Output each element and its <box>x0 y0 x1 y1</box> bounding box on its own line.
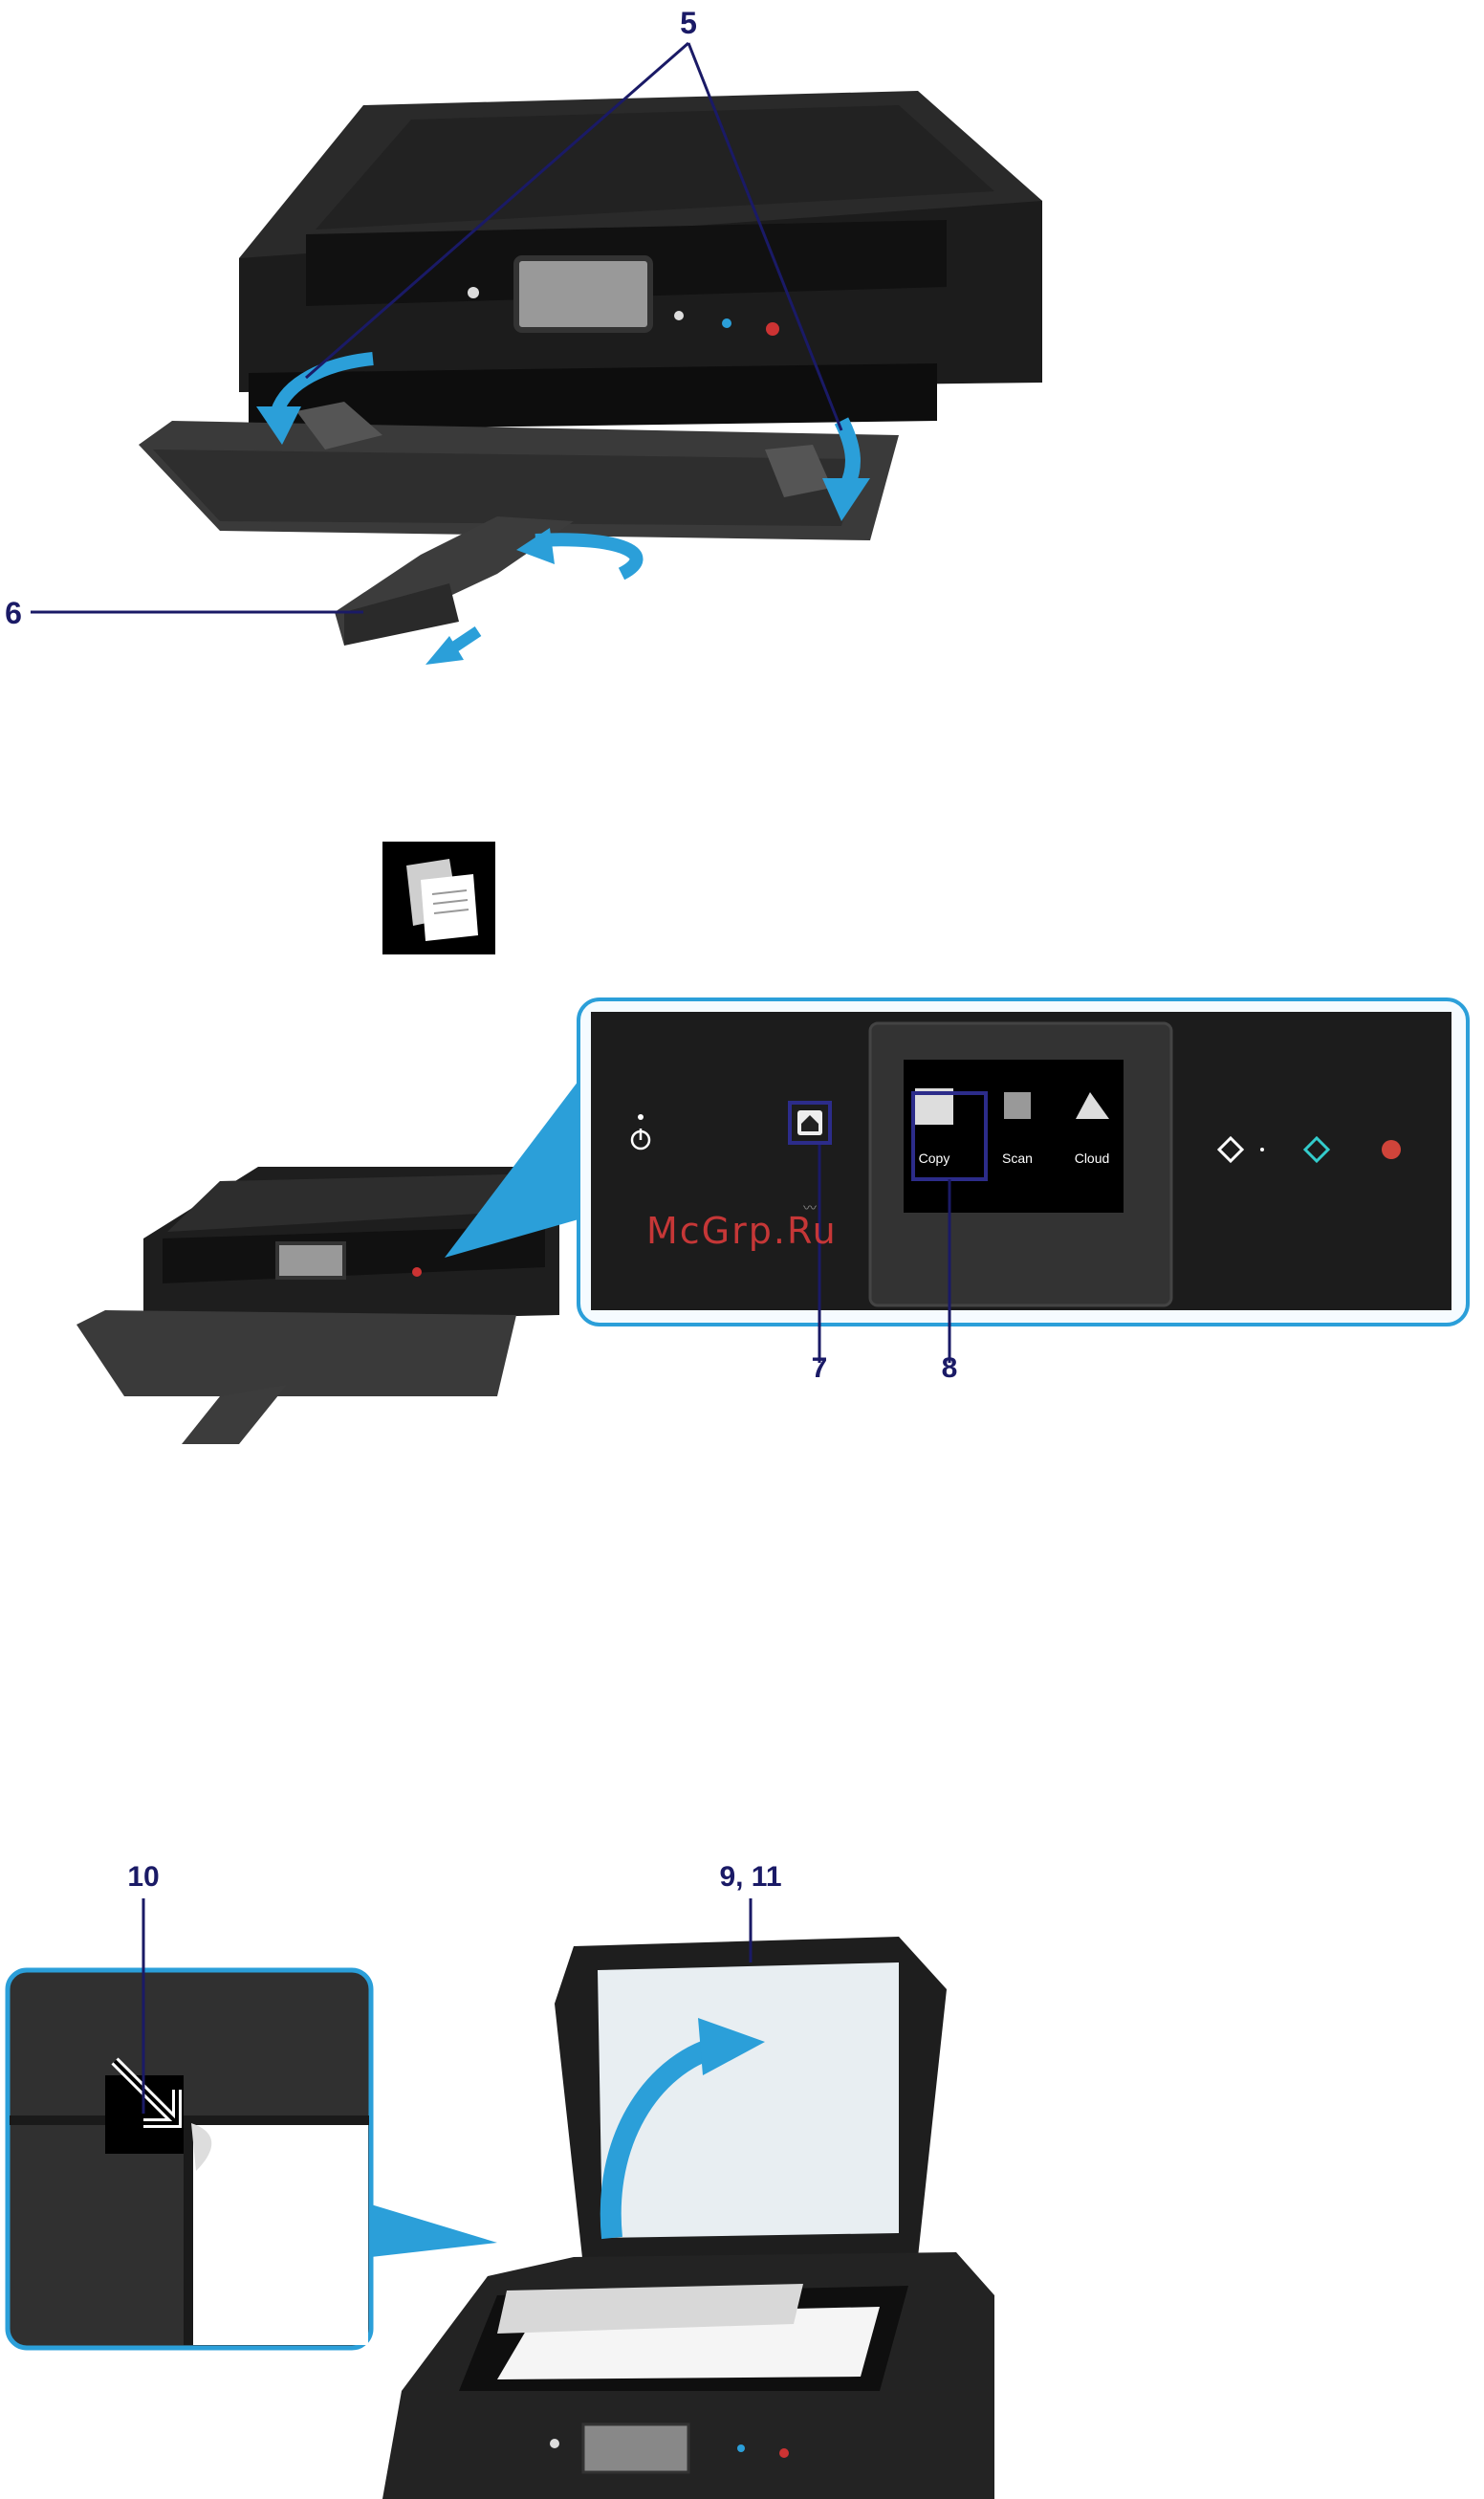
inset-paper <box>191 2123 368 2345</box>
stop-button-3 <box>779 2448 789 2458</box>
stop-icon[interactable] <box>1382 1140 1401 1159</box>
callout-label-8: 8 <box>942 1352 958 1384</box>
touch-screen-3 <box>583 2424 688 2472</box>
zoom-wedge-3 <box>371 2204 497 2257</box>
black-button <box>674 311 684 320</box>
lcd-cloud-label: Cloud <box>1075 1151 1110 1166</box>
printer-output-tray-illustration: 5 6 <box>0 0 1484 689</box>
callout-label-5: 5 <box>680 6 697 40</box>
callout-label-7: 7 <box>812 1352 828 1384</box>
power-lamp <box>638 1114 644 1120</box>
watermark: McGrp.Ru <box>646 1210 838 1252</box>
figure-output-tray: 5 6 <box>0 0 1484 689</box>
callout-label-6: 6 <box>5 596 22 630</box>
home-button-3 <box>550 2439 559 2448</box>
copy-icon-block <box>0 842 1484 956</box>
tray-inner <box>153 449 861 526</box>
touch-screen <box>516 258 650 330</box>
document-cover-illustration: 10 9, 11 <box>0 1855 1484 2499</box>
lcd-scan-icon[interactable] <box>1004 1092 1031 1119</box>
lcd-screen <box>904 1060 1124 1213</box>
copy-document-icon <box>0 842 1484 956</box>
lcd-copy-label: Copy <box>919 1151 950 1166</box>
inset-platen-side <box>184 2115 193 2345</box>
small-output-tray <box>76 1310 516 1396</box>
figure-document-cover: 10 9, 11 <box>0 1855 1484 2499</box>
stop-button <box>766 322 779 336</box>
callout-label-10: 10 <box>127 1861 159 1893</box>
color-button <box>722 318 731 328</box>
callout-label-9-11: 9, 11 <box>719 1861 781 1893</box>
color-button-3 <box>737 2444 745 2452</box>
home-button <box>468 287 479 298</box>
small-touch-screen <box>277 1243 344 1278</box>
lcd-scan-label: Scan <box>1002 1151 1033 1166</box>
small-stop-button <box>412 1267 422 1277</box>
